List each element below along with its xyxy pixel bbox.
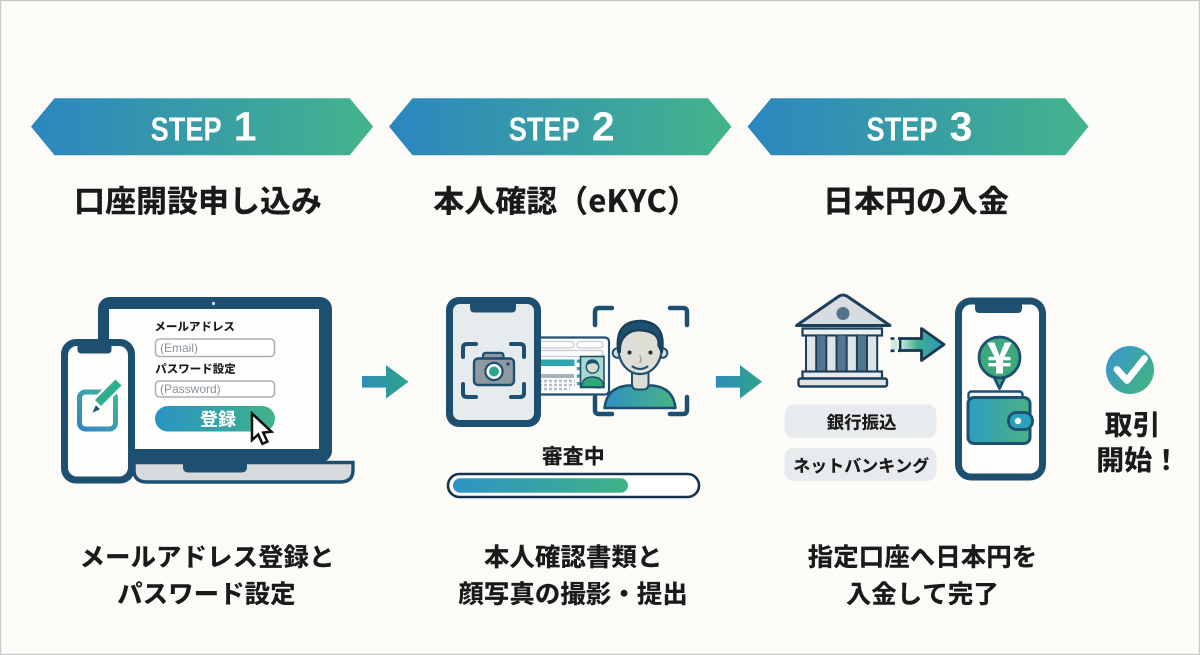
svg-text:STEP: STEP — [151, 111, 222, 148]
svg-text:STEP: STEP — [867, 111, 938, 148]
svg-text:(Email): (Email) — [160, 341, 198, 355]
svg-text:(Password): (Password) — [160, 382, 221, 396]
svg-text:STEP: STEP — [509, 111, 580, 148]
svg-text:1: 1 — [234, 104, 257, 150]
svg-text:2: 2 — [592, 104, 615, 150]
svg-text:3: 3 — [950, 104, 973, 150]
